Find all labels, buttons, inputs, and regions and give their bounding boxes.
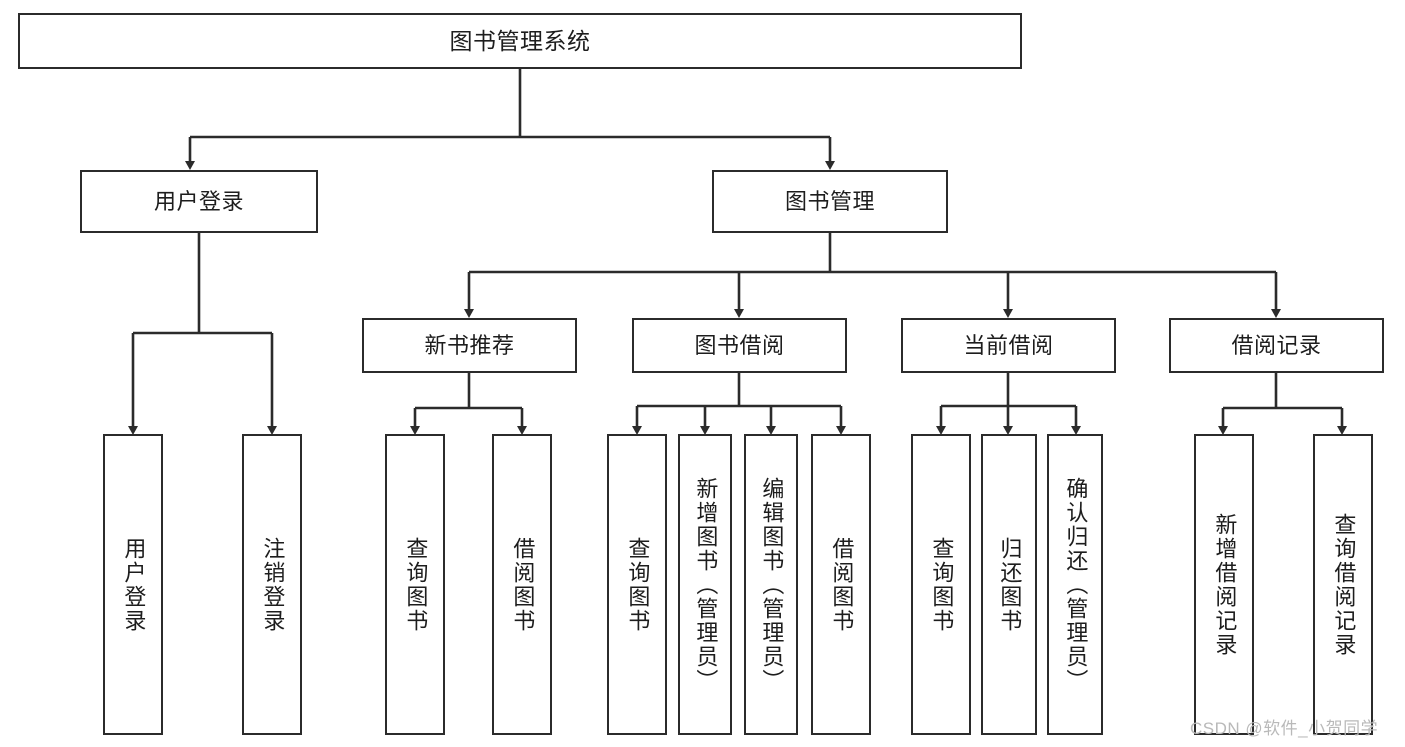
node-book-manage[interactable]: 图书管理: [712, 170, 948, 233]
node-book-borrow[interactable]: 图书借阅: [632, 318, 847, 373]
leaf-user-login-1-label: 用户登录: [121, 536, 147, 633]
leaf-book-borrow-2-label: 新增图书（管理员）: [693, 476, 719, 693]
csdn-watermark: CSDN @软件_小贺同学: [1190, 719, 1379, 738]
leaf-new-book-1-label: 查询图书: [403, 536, 429, 633]
node-user-login-label: 用户登录: [153, 188, 244, 214]
leaf-book-borrow-4[interactable]: 借阅图书: [811, 434, 871, 735]
node-root-label: 图书管理系统: [449, 27, 591, 54]
leaf-new-book-2[interactable]: 借阅图书: [492, 434, 552, 735]
leaf-borrow-record-2-label: 查询借阅记录: [1331, 512, 1357, 657]
leaf-current-borrow-3[interactable]: 确认归还（管理员）: [1047, 434, 1103, 735]
node-book-manage-label: 图书管理: [784, 188, 875, 214]
leaf-borrow-record-1[interactable]: 新增借阅记录: [1194, 434, 1254, 735]
leaf-user-login-1[interactable]: 用户登录: [103, 434, 163, 735]
node-root[interactable]: 图书管理系统: [18, 13, 1022, 69]
leaf-book-borrow-4-label: 借阅图书: [829, 536, 855, 633]
leaf-current-borrow-3-label: 确认归还（管理员）: [1063, 476, 1089, 693]
node-borrow-record-label: 借阅记录: [1231, 332, 1322, 358]
leaf-user-login-2[interactable]: 注销登录: [242, 434, 302, 735]
node-new-book-recommend-label: 新书推荐: [424, 332, 515, 358]
leaf-new-book-2-label: 借阅图书: [510, 536, 536, 633]
node-current-borrow[interactable]: 当前借阅: [901, 318, 1116, 373]
leaf-new-book-1[interactable]: 查询图书: [385, 434, 445, 735]
leaf-book-borrow-3-label: 编辑图书（管理员）: [759, 476, 785, 693]
node-new-book-recommend[interactable]: 新书推荐: [362, 318, 577, 373]
leaf-current-borrow-1-label: 查询图书: [929, 536, 955, 633]
leaf-book-borrow-2[interactable]: 新增图书（管理员）: [678, 434, 732, 735]
leaf-current-borrow-2-label: 归还图书: [997, 536, 1023, 633]
node-user-login[interactable]: 用户登录: [80, 170, 318, 233]
leaf-current-borrow-2[interactable]: 归还图书: [981, 434, 1037, 735]
node-borrow-record[interactable]: 借阅记录: [1169, 318, 1384, 373]
leaf-current-borrow-1[interactable]: 查询图书: [911, 434, 971, 735]
leaf-book-borrow-1-label: 查询图书: [625, 536, 651, 633]
node-current-borrow-label: 当前借阅: [963, 332, 1054, 358]
leaf-book-borrow-3[interactable]: 编辑图书（管理员）: [744, 434, 798, 735]
leaf-user-login-2-label: 注销登录: [260, 536, 286, 633]
leaf-book-borrow-1[interactable]: 查询图书: [607, 434, 667, 735]
leaf-borrow-record-1-label: 新增借阅记录: [1212, 512, 1238, 657]
node-book-borrow-label: 图书借阅: [694, 332, 785, 358]
leaf-borrow-record-2[interactable]: 查询借阅记录: [1313, 434, 1373, 735]
